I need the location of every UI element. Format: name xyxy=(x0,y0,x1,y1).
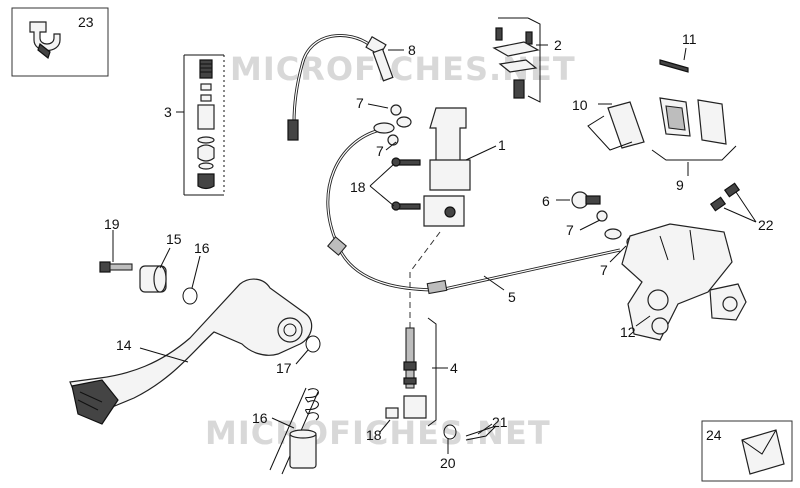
part-10-brake-pads xyxy=(651,97,737,161)
callout-labels: 23 3 8 2 7 1 7 18 11 10 9 6 7 22 7 5 12 … xyxy=(78,14,774,471)
part-1-master-cylinder xyxy=(423,107,471,227)
part-18-screw xyxy=(99,261,133,273)
callout-8: 8 xyxy=(408,42,416,58)
callout-3: 3 xyxy=(164,104,172,120)
callout-7-d: 7 xyxy=(600,262,608,278)
part-14-bushing xyxy=(139,265,167,293)
callout-5: 5 xyxy=(508,289,516,305)
callout-16-b: 17 xyxy=(276,360,292,376)
callout-14: 15 xyxy=(166,231,182,247)
callout-24: 24 xyxy=(706,427,722,443)
callout-1: 1 xyxy=(498,137,506,153)
watermark-bottom: MICROFICHES.NET xyxy=(205,414,551,452)
part-16-o-ring-b xyxy=(305,335,321,353)
callout-7-b: 7 xyxy=(376,143,384,159)
callout-10: 9 xyxy=(676,177,684,193)
part-8-switch xyxy=(287,34,394,141)
part-9-caliper xyxy=(621,223,747,341)
part-6-banjo-bolt xyxy=(387,104,638,248)
callout-2: 2 xyxy=(554,37,562,53)
part-4-push-rod xyxy=(403,317,437,427)
part-22-bleed-screws xyxy=(709,182,741,212)
part-19-washer xyxy=(443,424,457,440)
part-13-brake-pedal xyxy=(69,278,313,425)
callout-17: 18 xyxy=(366,427,382,443)
callout-12: 11 xyxy=(682,31,697,47)
part-3-repair-kit xyxy=(183,54,225,196)
callout-23: 23 xyxy=(78,14,94,30)
callout-16-a: 16 xyxy=(194,240,210,256)
part-23-clip xyxy=(11,7,109,77)
guide-line-1 xyxy=(409,231,441,312)
part-5-brake-hose xyxy=(326,116,622,295)
callout-22: 22 xyxy=(758,217,774,233)
part-16-o-ring-a xyxy=(182,287,198,305)
callout-13: 14 xyxy=(116,337,132,353)
callout-11: 10 xyxy=(572,97,588,113)
part-17-pin xyxy=(385,407,399,419)
callout-7-a: 7 xyxy=(356,95,364,111)
callout-20: 21 xyxy=(492,414,508,430)
callout-4: 4 xyxy=(450,360,458,376)
part-15-spring xyxy=(269,387,319,475)
part-11-pad-spring xyxy=(587,101,645,151)
part-24-bag xyxy=(701,420,793,482)
leader-lines xyxy=(112,44,757,454)
callout-6: 6 xyxy=(542,193,550,209)
callout-7-c: 7 xyxy=(566,222,574,238)
part-21-screws xyxy=(391,157,421,211)
callout-19: 20 xyxy=(440,455,456,471)
part-2-flange xyxy=(492,17,541,103)
callout-18: 19 xyxy=(104,216,120,232)
callout-21: 18 xyxy=(350,179,366,195)
part-12-pin xyxy=(659,59,689,73)
callout-15: 16 xyxy=(252,410,268,426)
callout-9: 12 xyxy=(620,324,636,340)
part-20-cotter-pin xyxy=(465,425,497,441)
